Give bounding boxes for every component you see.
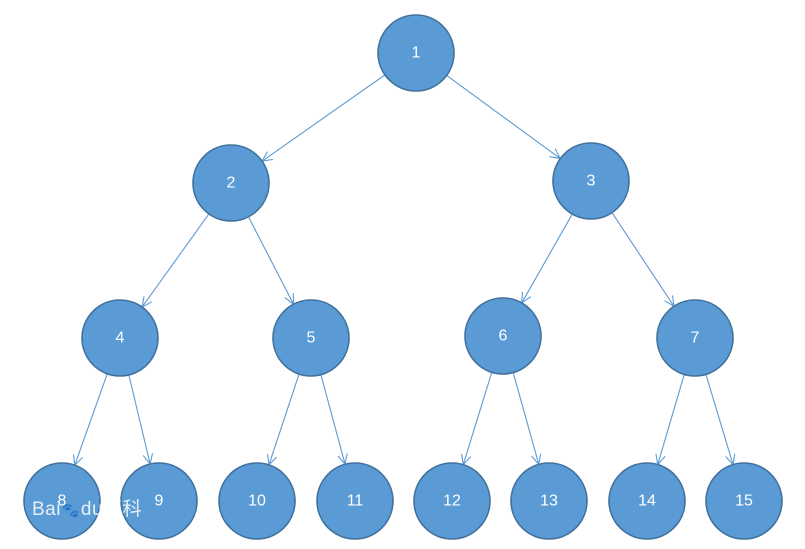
node-circle (510, 462, 588, 540)
tree-node-2: 2 (192, 144, 270, 222)
tree-node-13: 13 (510, 462, 588, 540)
edge-1-3 (446, 74, 561, 160)
node-circle (120, 462, 198, 540)
node-circle (464, 297, 542, 375)
node-circle (218, 462, 296, 540)
tree-node-6: 6 (464, 297, 542, 375)
node-label: 10 (248, 493, 266, 510)
edge-5-11 (320, 374, 346, 465)
node-label: 12 (443, 493, 461, 510)
node-label: 4 (116, 330, 125, 347)
tree-node-12: 12 (413, 462, 491, 540)
edge-5-10 (268, 373, 300, 466)
node-circle (656, 299, 734, 377)
tree-edges (73, 74, 736, 467)
node-circle (272, 299, 350, 377)
tree-node-9: 9 (120, 462, 198, 540)
node-circle (23, 462, 101, 540)
node-circle (705, 462, 783, 540)
tree-node-5: 5 (272, 299, 350, 377)
node-label: 15 (735, 493, 753, 510)
tree-node-3: 3 (552, 142, 630, 220)
tree-node-11: 11 (316, 462, 394, 540)
edge-1-2 (261, 74, 386, 162)
node-circle (608, 462, 686, 540)
node-label: 8 (58, 493, 67, 510)
tree-node-10: 10 (218, 462, 296, 540)
edge-3-6 (521, 213, 573, 304)
node-circle (552, 142, 630, 220)
node-label: 13 (540, 493, 558, 510)
node-label: 11 (347, 493, 364, 510)
node-label: 7 (691, 330, 700, 347)
node-label: 3 (587, 173, 596, 190)
edge-7-14 (657, 374, 685, 465)
edge-7-15 (705, 374, 734, 465)
edge-6-13 (512, 372, 540, 465)
node-label: 6 (499, 328, 508, 345)
edge-2-4 (141, 213, 210, 308)
node-circle (377, 14, 455, 92)
edge-2-5 (247, 216, 295, 305)
node-circle (192, 144, 270, 222)
node-label: 5 (307, 330, 316, 347)
node-label: 9 (155, 493, 164, 510)
tree-node-1: 1 (377, 14, 455, 92)
tree-node-15: 15 (705, 462, 783, 540)
node-circle (413, 462, 491, 540)
edge-6-12 (462, 372, 493, 465)
node-label: 14 (638, 493, 656, 510)
edge-4-9 (128, 374, 151, 465)
tree-node-7: 7 (656, 299, 734, 377)
edge-4-8 (74, 373, 108, 466)
tree-node-14: 14 (608, 462, 686, 540)
node-label: 1 (412, 45, 421, 62)
node-label: 2 (227, 175, 236, 192)
node-circle (81, 299, 159, 377)
tree-node-4: 4 (81, 299, 159, 377)
node-circle (316, 462, 394, 540)
tree-node-8: 8 (23, 462, 101, 540)
edge-3-7 (611, 212, 675, 307)
